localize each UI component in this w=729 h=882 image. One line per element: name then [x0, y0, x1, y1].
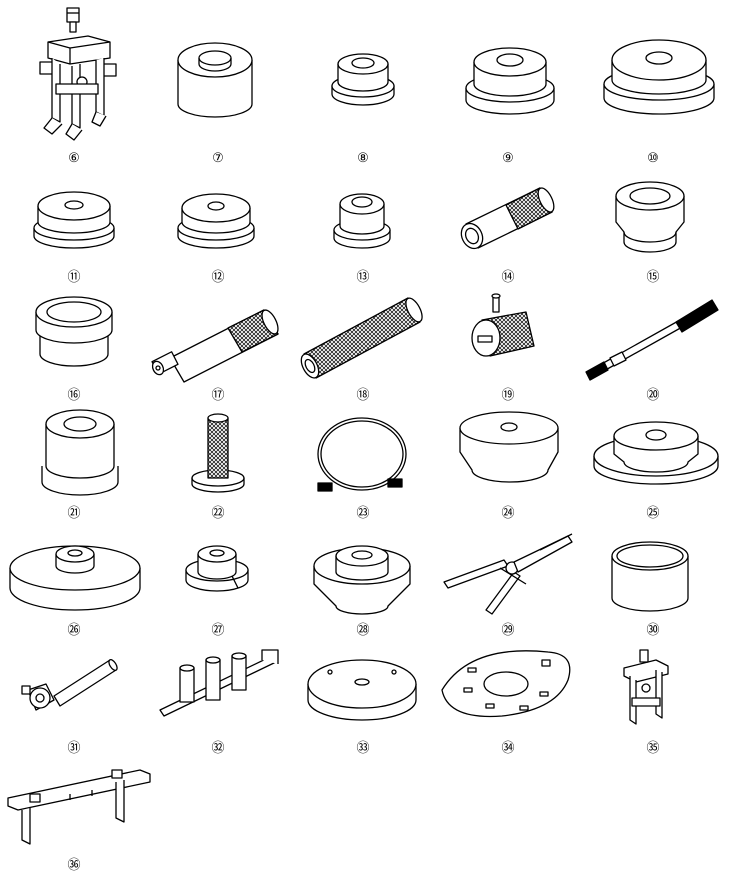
label-8: ⑧ — [357, 151, 369, 166]
tool-28-adapter — [313, 545, 411, 615]
tool-18-knurled-bar — [300, 297, 423, 379]
label-13: ⑬ — [356, 270, 370, 285]
label-7: ⑦ — [212, 151, 224, 166]
label-34: ㉞ — [501, 741, 515, 756]
label-18: ⑱ — [356, 388, 370, 403]
label-21: ㉑ — [67, 506, 81, 521]
tool-21-adapter — [41, 409, 119, 496]
label-30: ㉚ — [646, 623, 660, 638]
label-12: ⑫ — [211, 270, 225, 285]
label-33: ㉝ — [356, 741, 370, 756]
tool-19-knob — [471, 293, 535, 357]
tool-12-adapter — [177, 193, 255, 249]
label-35: ㉟ — [646, 741, 660, 756]
tool-31-hose-fitting — [21, 659, 118, 711]
label-22: ㉒ — [211, 506, 225, 521]
tool-27-collar — [185, 545, 249, 592]
tool-34-bracket-plate — [441, 650, 571, 718]
tool-36-bar-puller — [7, 769, 151, 845]
tool-29-pliers — [443, 533, 573, 615]
tool-33-plate — [307, 659, 417, 721]
tool-6-puller — [39, 7, 117, 141]
tool-13-adapter — [333, 193, 391, 249]
label-17: ⑰ — [211, 388, 225, 403]
label-32: ㉜ — [211, 741, 225, 756]
tool-25-adapter — [593, 421, 719, 485]
label-10: ⑩ — [647, 151, 659, 166]
label-20: ⑳ — [646, 388, 660, 403]
tool-35-puller — [623, 649, 669, 725]
tool-15-adapter — [615, 181, 685, 253]
label-11: ⑪ — [67, 270, 81, 285]
tool-20-rod — [585, 299, 719, 381]
label-28: ㉘ — [356, 623, 370, 638]
label-36: ㊱ — [67, 858, 81, 873]
tool-17-handle — [151, 309, 279, 383]
label-24: ㉔ — [501, 506, 515, 521]
label-31: ㉛ — [67, 741, 81, 756]
tool-30-sleeve — [611, 541, 689, 612]
tool-14-knurled-driver — [460, 187, 555, 250]
label-23: ㉓ — [356, 506, 370, 521]
tool-22-bolt — [191, 413, 245, 493]
label-27: ㉗ — [211, 623, 225, 638]
label-6: ⑥ — [68, 151, 80, 166]
label-16: ⑯ — [67, 388, 81, 403]
tool-16-adapter — [35, 296, 113, 367]
tool-9-adapter — [465, 47, 555, 115]
tool-23-cable — [317, 417, 407, 492]
label-25: ㉕ — [646, 506, 660, 521]
label-15: ⑮ — [646, 270, 660, 285]
tool-8-adapter — [331, 53, 395, 106]
label-29: ㉙ — [501, 623, 515, 638]
tool-24-adapter — [459, 411, 559, 483]
label-14: ⑭ — [501, 270, 515, 285]
tool-11-adapter — [33, 191, 115, 249]
label-19: ⑲ — [501, 388, 515, 403]
tool-7-cup — [177, 42, 253, 118]
tool-10-adapter — [603, 39, 715, 115]
tool-32-multi-socket — [159, 649, 279, 717]
tool-26-adapter — [9, 545, 141, 611]
label-26: ㉖ — [67, 623, 81, 638]
label-9: ⑨ — [502, 151, 514, 166]
